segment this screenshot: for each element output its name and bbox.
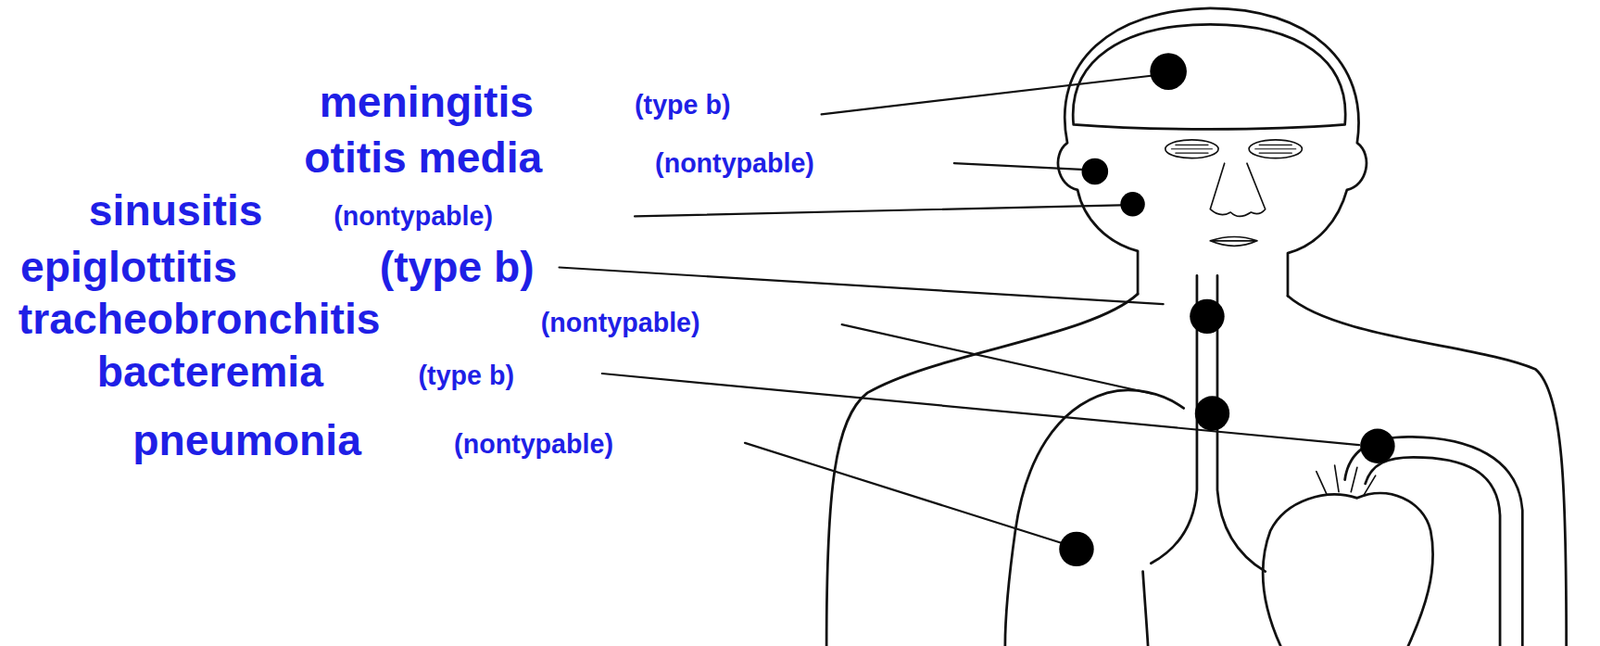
disease-label: epiglottitis: [20, 245, 238, 289]
disease-label: (type b): [379, 245, 535, 289]
strain-label: (type b): [634, 91, 731, 119]
torso-outline: [826, 293, 1138, 646]
lung-outline: [1005, 390, 1185, 646]
leader-line: [744, 442, 1061, 543]
disease-label: bacteremia: [97, 351, 324, 394]
mouth: [1209, 236, 1258, 246]
site-dot: [1081, 158, 1109, 186]
leader-line: [954, 163, 1083, 170]
site-dots: [1058, 52, 1395, 567]
brain-outline: [1072, 24, 1346, 129]
strain-label: (nontypable): [453, 430, 614, 458]
leader-line: [821, 75, 1154, 114]
aorta: [1345, 436, 1524, 646]
heart-outline: [1262, 492, 1434, 646]
site-dot: [1360, 428, 1395, 463]
disease-label: tracheobronchitis: [18, 298, 381, 341]
strain-label: (nontypable): [541, 309, 701, 337]
leader-line: [634, 204, 1121, 216]
site-dot: [1149, 52, 1187, 90]
disease-label: pneumonia: [132, 419, 362, 463]
disease-label: meningitis: [319, 80, 534, 124]
site-dot: [1120, 191, 1145, 216]
strain-label: (nontypable): [655, 150, 815, 177]
aorta: [1365, 456, 1500, 646]
head-outline: [1058, 8, 1367, 297]
site-dot: [1058, 531, 1094, 567]
disease-label: otitis media: [303, 137, 542, 180]
trachea: [1150, 275, 1265, 571]
leader-line: [842, 324, 1154, 394]
strain-label: (type b): [418, 362, 515, 390]
nose: [1209, 163, 1265, 216]
leader-line: [602, 373, 1360, 445]
strain-label: (nontypable): [333, 202, 493, 230]
disease-label: sinusitis: [88, 189, 264, 233]
leader-line: [559, 266, 1164, 304]
eye-shading: [1171, 144, 1296, 153]
lung-outline: [1143, 571, 1149, 646]
site-dot: [1195, 395, 1230, 430]
site-dot: [1189, 299, 1224, 334]
